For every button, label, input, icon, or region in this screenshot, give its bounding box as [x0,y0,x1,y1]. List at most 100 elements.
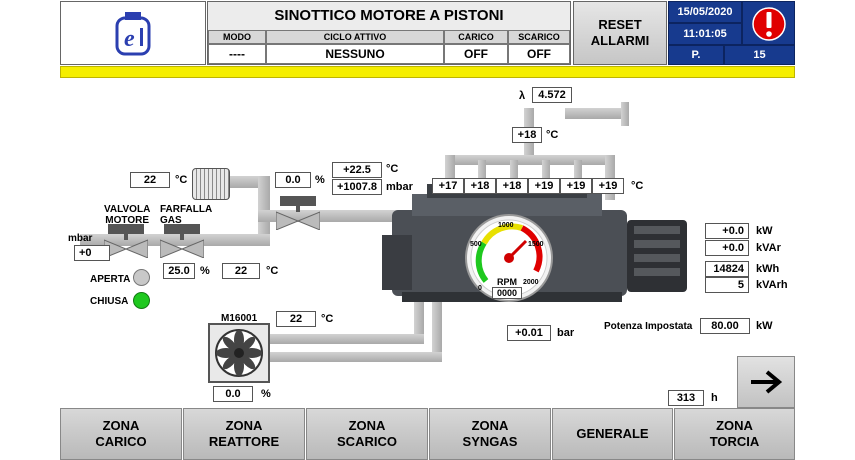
alarm-indicator[interactable] [742,1,795,45]
farfalla-percent-unit: % [200,265,210,277]
exhaust-flange [621,102,629,126]
manifold-temp: +22.5 [332,162,382,178]
cooler-temp: 22 [276,311,316,327]
reset-alarms-label: RESET ALLARMI [590,17,650,48]
arrow-right-icon [751,370,783,394]
chiusa-label: CHIUSA [90,296,129,307]
carico-header: CARICO [444,30,508,44]
throttle-percent: 0.0 [275,172,311,188]
status-bar [60,66,795,78]
rpm-gauge [465,214,553,302]
intercooler [192,168,230,200]
carico-value: OFF [444,44,508,64]
exhaust-drop-4 [542,160,550,180]
oil-pressure-value: +0.01 [507,325,551,341]
logo-panel: e [60,1,206,65]
cylinder-temp-3: +18 [496,178,528,194]
coolant-return-pipe [270,334,424,344]
next-page-button[interactable] [737,356,795,408]
scarico-header: SCARICO [508,30,570,44]
engine-valve[interactable] [104,224,148,258]
farfalla-gas-label: FARFALLA GAS [160,204,213,226]
nav-zona-syngas[interactable]: ZONA SYNGAS [429,408,551,460]
rpm-value: 0000 [492,287,522,299]
valve-closed-indicator [133,292,150,309]
oil-pressure-unit: bar [557,327,575,339]
gas-butterfly-valve[interactable] [160,224,204,258]
lambda-value: 4.572 [532,87,572,103]
exhaust-drop-2 [478,160,486,180]
farfalla-percent: 25.0 [163,263,195,279]
lambda-label: λ [519,90,526,102]
nav-zona-scarico[interactable]: ZONA SCARICO [306,408,428,460]
cooler-temp-unit: °C [321,313,334,325]
intercooler-temp: 22 [130,172,170,188]
gas-pressure-label: mbar [68,233,93,244]
power-setpoint-input[interactable]: 80.00 [700,318,750,334]
fan-percent-unit: % [261,388,271,400]
intercooler-temp-unit: °C [175,174,188,186]
reset-alarms-button[interactable]: RESET ALLARMI [573,1,667,65]
valve-open-indicator [133,269,150,286]
cylinder-temp-5: +19 [560,178,592,194]
page-title: SINOTTICO MOTORE A PISTONI [274,7,504,24]
modo-value: ---- [208,44,266,64]
cylinder-temp-2: +18 [464,178,496,194]
gauge-tick-1500: 1500 [528,241,544,248]
company-logo-icon: e [115,12,151,56]
active-energy-unit: kWh [756,263,780,275]
reactive-energy-unit: kVArh [756,279,788,291]
exhaust-left-drop [445,155,455,200]
cylinder-temp-4: +19 [528,178,560,194]
coolant-drop-1 [432,290,442,360]
page-label: P. [668,45,724,65]
power-setpoint-unit: kW [756,320,773,332]
run-hours: 313 [668,390,704,406]
active-power-unit: kW [756,225,773,237]
active-energy: 14824 [705,261,749,277]
manifold-pressure-unit: mbar [386,181,413,193]
reactive-energy: 5 [705,277,749,293]
run-hours-unit: h [711,392,718,404]
gas-temp: 22 [222,263,260,279]
rpm-label: RPM [497,277,517,287]
reactive-power: +0.0 [705,240,749,256]
nav-zona-torcia[interactable]: ZONA TORCIA [674,408,795,460]
nav-generale[interactable]: GENERALE [552,408,673,460]
exclamation-icon [752,7,786,41]
gauge-tick-0: 0 [478,285,482,292]
reactive-power-unit: kVAr [756,242,781,254]
gas-pressure-value: +0 [74,245,110,261]
exhaust-temp-top-unit: °C [546,129,559,141]
nav-zona-reattore[interactable]: ZONA REATTORE [183,408,305,460]
gas-temp-unit: °C [266,265,279,277]
ciclo-header: CICLO ATTIVO [266,30,444,44]
modo-header: MODO [208,30,266,44]
nav-zona-carico[interactable]: ZONA CARICO [60,408,182,460]
scarico-value: OFF [508,44,570,64]
cooler-label: M16001 [221,313,258,324]
cylinder-temp-6: +19 [592,178,624,194]
intake-riser-pipe [258,176,270,242]
svg-text:e: e [124,26,135,52]
coolant-drop-2 [414,290,424,342]
gauge-tick-1000: 1000 [498,222,514,229]
exhaust-collector-pipe [445,155,615,165]
exhaust-drop-3 [510,160,518,180]
active-power: +0.0 [705,223,749,239]
date-display: 15/05/2020 [668,1,742,23]
aperta-label: APERTA [90,274,131,285]
time-display: 11:01:05 [668,23,742,45]
cylinder-temp-unit: °C [631,180,644,192]
fan-icon [215,329,263,377]
gauge-tick-500: 500 [470,241,482,248]
exhaust-outlet-pipe [565,108,625,119]
power-setpoint-label: Potenza Impostata [604,321,693,332]
exhaust-drop-5 [574,160,582,180]
ciclo-value: NESSUNO [266,44,444,64]
manifold-temp-unit: °C [386,163,399,175]
throttle-valve[interactable] [276,196,320,230]
cylinder-temp-1: +17 [432,178,464,194]
exhaust-right-drop [605,155,615,200]
manifold-pressure: +1007.8 [332,179,382,195]
